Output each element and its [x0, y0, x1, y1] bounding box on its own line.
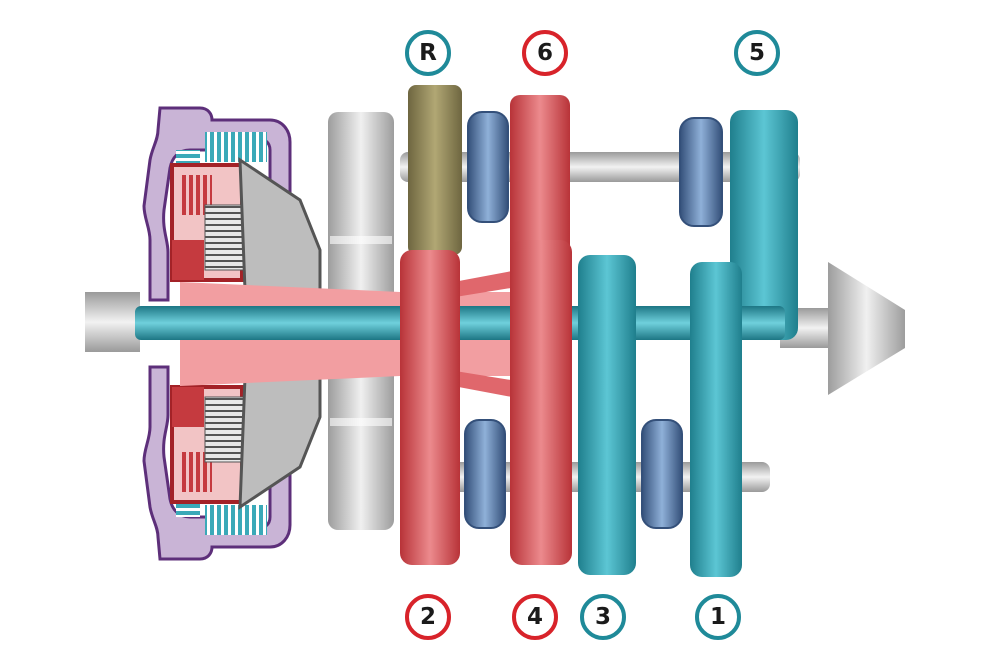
gear-label-fifth: 5 [734, 30, 780, 76]
gear-label-fifth-text: 5 [748, 40, 765, 66]
first-gear [690, 262, 742, 577]
gear-label-second-text: 2 [419, 604, 436, 630]
gear-label-fourth: 4 [512, 594, 558, 640]
gear-label-third-text: 3 [594, 604, 611, 630]
inner-clutch-upper [170, 163, 246, 282]
inner-clutch-lower [170, 385, 246, 504]
fifth-gear [730, 110, 798, 340]
gear-label-first-text: 1 [709, 604, 726, 630]
synchronizer-5 [679, 117, 723, 227]
fourth-gear [510, 240, 572, 565]
gear-label-sixth: 6 [522, 30, 568, 76]
gear-label-reverse: R [405, 30, 451, 76]
synchronizer-r-6 [467, 111, 509, 223]
gear-label-sixth-text: 6 [536, 40, 553, 66]
sixth-gear [510, 95, 570, 265]
synchronizer-1-3 [641, 419, 683, 529]
gear-label-first: 1 [695, 594, 741, 640]
gear-label-fourth-text: 4 [526, 604, 543, 630]
third-gear [578, 255, 636, 575]
gear-label-third: 3 [580, 594, 626, 640]
reverse-gear [408, 85, 462, 255]
clutch-hub [238, 157, 322, 510]
synchronizer-2-4 [464, 419, 506, 529]
gear-label-second: 2 [405, 594, 451, 640]
gear-label-reverse-text: R [419, 40, 437, 66]
output-shaft-cone [780, 262, 905, 395]
second-gear [400, 250, 460, 565]
